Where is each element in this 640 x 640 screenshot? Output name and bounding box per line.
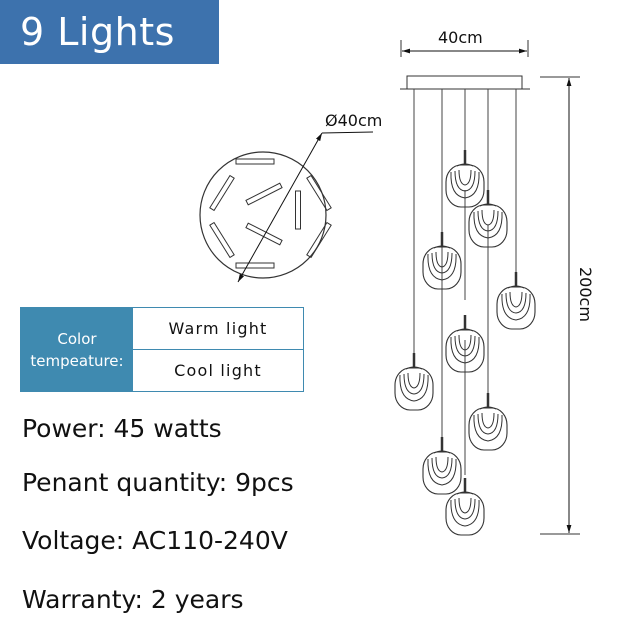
title-banner: 9 Lights <box>0 0 219 64</box>
spec-voltage: Voltage: AC110-240V <box>22 526 288 555</box>
width-label: 40cm <box>438 28 483 47</box>
top-view: Ø40cm <box>199 111 382 283</box>
pendant-9 <box>445 491 485 536</box>
color-temperature-label: Color tempeature: <box>21 308 133 391</box>
option-warm-light: Warm light <box>168 319 268 338</box>
spec-power: Power: 45 watts <box>22 414 222 443</box>
spec-warranty: Warranty: 2 years <box>22 585 244 614</box>
height-label: 200cm <box>576 267 595 322</box>
color-temperature-table: Color tempeature: Warm light Cool light <box>20 307 304 392</box>
label-line-2: tempeature: <box>30 351 124 370</box>
option-cool-light: Cool light <box>133 349 303 391</box>
pendant-4 <box>496 285 536 330</box>
pendant-8 <box>422 450 462 495</box>
side-view: 40cm <box>394 28 595 536</box>
diameter-label: Ø40cm <box>325 111 382 130</box>
spec-pendant-quantity: Penant quantity: 9pcs <box>22 468 294 497</box>
label-line-1: Color <box>57 329 97 348</box>
pendant-6 <box>394 366 434 411</box>
pendant-7 <box>468 406 508 451</box>
